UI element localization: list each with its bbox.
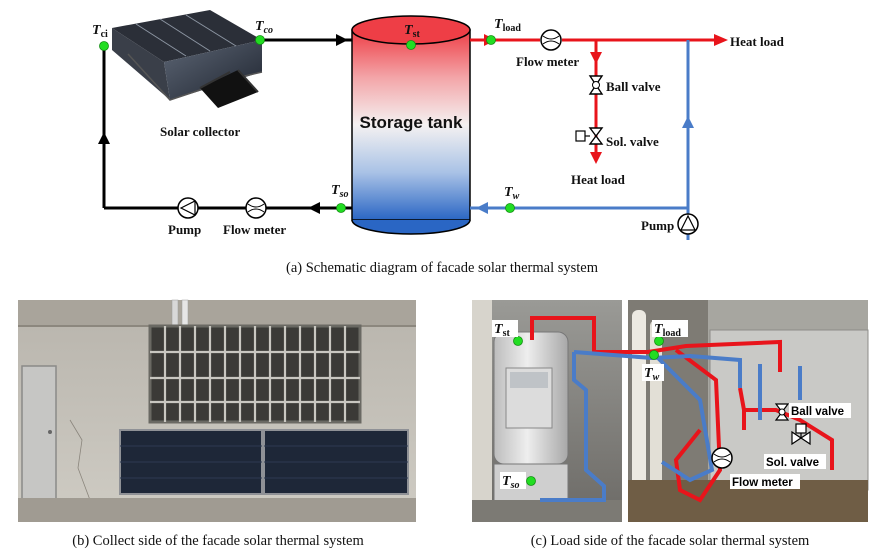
photo-cold-pipes [540, 350, 802, 502]
photo-t-w-label: Tw [644, 366, 660, 383]
sensor-t-st [406, 40, 416, 50]
photo-t-st-label: Tst [494, 322, 510, 339]
photo-ball-valve-icon [774, 403, 790, 421]
heat-load-bottom-label: Heat load [571, 172, 626, 187]
photo-flow-meter-icon [711, 447, 733, 469]
pump-left-icon [177, 197, 199, 219]
storage-tank-label: Storage tank [360, 113, 464, 132]
caption-b: (b) Collect side of the facade solar the… [72, 533, 364, 549]
arrow-from-tank-bottom [308, 202, 320, 214]
sol-valve-label: Sol. valve [606, 134, 659, 149]
photo-flow-meter-label: Flow meter [732, 477, 793, 489]
flow-meter-top-icon [540, 29, 562, 51]
storage-tank [351, 15, 471, 235]
photo-sol-valve-icon [791, 423, 811, 446]
t-ci-label: Tci [92, 23, 108, 40]
sensor-t-load [486, 35, 496, 45]
arrow-blue-to-tank [476, 202, 488, 214]
sensor-t-so [336, 203, 346, 213]
arrow-red-branch-top [590, 52, 602, 64]
ball-valve-label: Ball valve [606, 79, 661, 94]
arrow-heat-load-top [714, 34, 728, 46]
facade-solar-panels [119, 429, 409, 495]
flow-meter-bottom-icon [245, 197, 267, 219]
flow-meter-bottom-label: Flow meter [223, 222, 286, 237]
schematic-diagram: Solar collector Storage tank [92, 10, 785, 276]
photo-sol-valve-label: Sol. valve [766, 457, 819, 469]
photo-ball-valve-label: Ball valve [791, 406, 844, 418]
t-co-label: Tco [255, 19, 273, 36]
photo-t-so-label: Tso [502, 474, 519, 491]
solenoid-valve-icon [575, 127, 604, 145]
arrow-blue-up [682, 116, 694, 128]
photo-t-load-label: Tload [654, 322, 681, 339]
barred-window [148, 324, 362, 424]
t-load-label: Tload [494, 17, 521, 34]
t-st-label: Tst [404, 23, 420, 40]
arrow-to-tank-top [336, 34, 348, 46]
ball-valve-icon [588, 75, 604, 95]
caption-c: (c) Load side of the facade solar therma… [531, 533, 810, 549]
solar-collector-illustration [112, 10, 263, 108]
sensor-t-ci [99, 41, 109, 51]
photo-hot-pipes [530, 316, 834, 503]
sensor-t-w [505, 203, 515, 213]
t-so-label: Tso [331, 183, 348, 200]
t-w-label: Tw [504, 185, 520, 202]
pump-right-icon [677, 213, 699, 235]
sensor-t-co [255, 35, 265, 45]
caption-a: (a) Schematic diagram of facade solar th… [286, 260, 599, 276]
sensor-points [99, 35, 515, 213]
photo-sensor-points [513, 336, 664, 486]
photo-load-side: Tst Tso Tload Tw Ball valve Sol. valve F… [472, 300, 869, 549]
arrow-heat-load-bottom [590, 152, 602, 164]
flow-meter-top-label: Flow meter [516, 54, 579, 69]
heat-load-top-label: Heat load [730, 34, 785, 49]
photo-collect-side: (b) Collect side of the facade solar the… [18, 299, 416, 549]
arrow-up-collector-return [98, 132, 110, 144]
pump-right-label: Pump [641, 218, 674, 233]
pump-left-label: Pump [168, 222, 201, 237]
solar-collector-label: Solar collector [160, 124, 240, 139]
